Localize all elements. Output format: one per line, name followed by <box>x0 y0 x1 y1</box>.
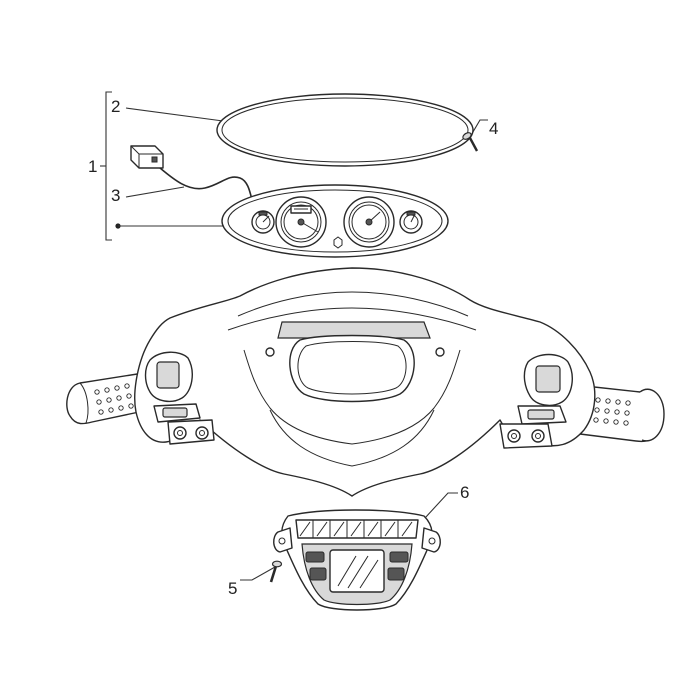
leader-5 <box>240 566 276 581</box>
speedometer-icon <box>275 196 327 248</box>
screw-4 <box>462 132 479 152</box>
leader-3 <box>125 186 185 198</box>
callout-2: 2 <box>111 97 120 116</box>
callout-5: 5 <box>228 579 237 598</box>
left-switch-housing <box>144 351 215 445</box>
callout-3: 3 <box>111 186 120 205</box>
leader-6 <box>424 492 458 519</box>
leader-dot <box>115 223 233 229</box>
digital-dashboard <box>273 509 441 611</box>
leader-2 <box>125 107 224 122</box>
right-mount-bracket <box>499 423 553 449</box>
temperature-gauge-icon <box>399 210 423 234</box>
left-mount-bracket <box>167 419 215 445</box>
bracket-1 <box>100 91 112 241</box>
gasket-ring <box>216 93 474 167</box>
right-switch-housing <box>499 353 573 449</box>
right-grip <box>579 385 665 443</box>
tachometer-icon <box>343 196 395 248</box>
callout-6: 6 <box>460 483 469 502</box>
screw-5 <box>269 560 283 583</box>
connector-cable <box>130 145 253 201</box>
callout-4: 4 <box>489 119 498 138</box>
callout-1: 1 <box>88 157 97 176</box>
instrument-panel <box>221 184 449 258</box>
fuel-gauge-icon <box>251 210 275 234</box>
handlebar-cover <box>66 267 665 497</box>
